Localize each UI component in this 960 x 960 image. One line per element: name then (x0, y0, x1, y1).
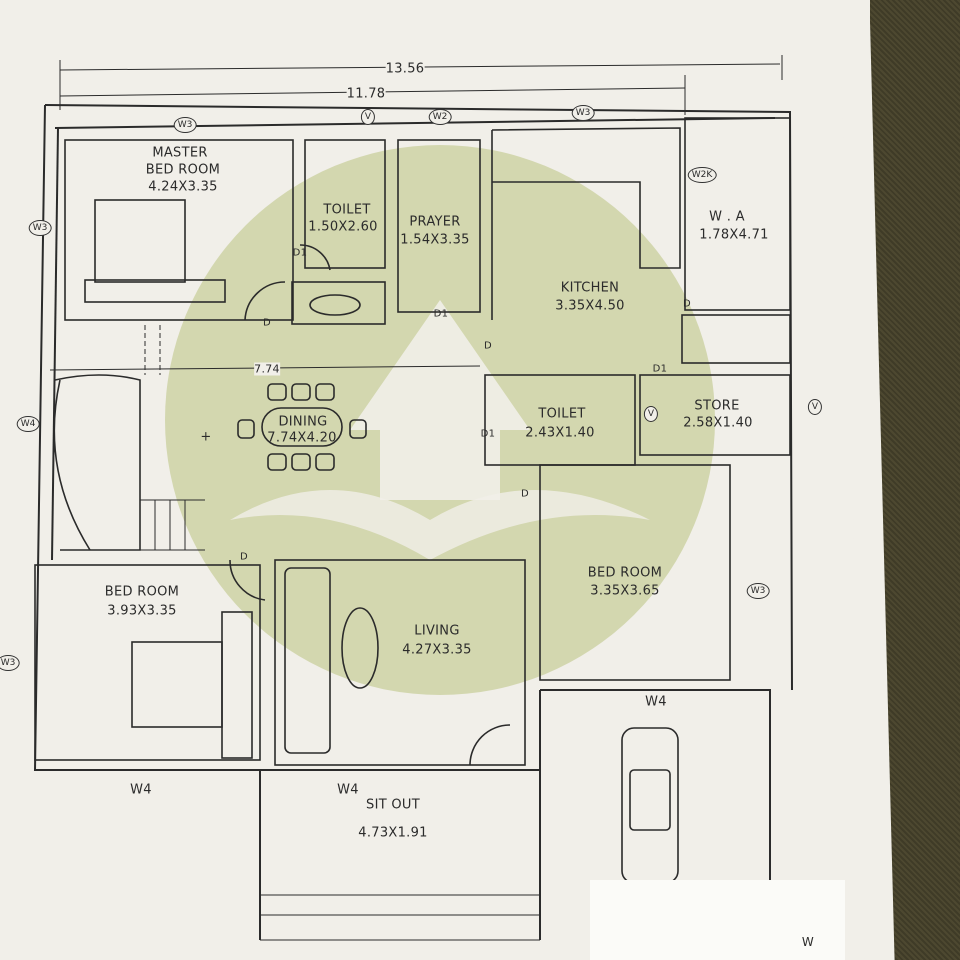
door-label: D (239, 551, 249, 563)
living-size: 4.27X3.35 (402, 642, 472, 658)
bedroom-right-label: BED ROOM (587, 565, 663, 581)
sit-out-label: SIT OUT (366, 797, 420, 813)
window-label: W4 (130, 782, 152, 798)
bedroom-right-size: 3.35X3.65 (590, 583, 660, 599)
bedroom-left-size: 3.93X3.35 (107, 603, 177, 619)
master-bedroom-size: 4.24X3.35 (148, 179, 218, 195)
window-label: W4 (337, 782, 359, 798)
toilet-1-size: 1.50X2.60 (308, 219, 378, 235)
prayer-label: PRAYER (409, 214, 461, 230)
window-tag: V (643, 406, 659, 422)
window-tag: W3 (0, 655, 20, 671)
sit-out-size: 4.73X1.91 (358, 825, 428, 841)
door-label: D (682, 298, 692, 310)
bedroom-left-label: BED ROOM (104, 584, 180, 600)
master-bedroom-label-2: BED ROOM (145, 162, 221, 178)
door-label: D1 (433, 308, 449, 320)
toilet-1-label: TOILET (323, 202, 371, 218)
prayer-size: 1.54X3.35 (400, 232, 470, 248)
window-tag: V (360, 109, 376, 125)
store-size: 2.58X1.40 (683, 415, 753, 431)
window-tag: W4 (16, 416, 40, 432)
kitchen-size: 3.35X4.50 (555, 298, 625, 314)
room-walls (34, 117, 791, 941)
window-tag: V (807, 399, 823, 415)
kitchen-label: KITCHEN (560, 280, 620, 296)
dining-label: DINING (278, 414, 328, 430)
dining-size: 7.74X4.20 (267, 430, 337, 446)
toilet-2-label: TOILET (538, 406, 586, 422)
blank-patch (590, 880, 845, 960)
store-label: STORE (694, 398, 740, 414)
car-icon (621, 727, 679, 884)
door-label: D1 (652, 363, 668, 375)
window-tag: W3 (746, 583, 770, 599)
dimension-inner: 11.78 (346, 86, 386, 102)
dimension-dining: 7.74 (254, 362, 280, 376)
compass-label: W (801, 935, 815, 949)
window-label: W4 (645, 694, 667, 710)
door-label: D1 (292, 247, 308, 259)
window-tag: W3 (28, 220, 52, 236)
dining-chairs (237, 383, 367, 471)
living-label: LIVING (414, 623, 460, 639)
work-area-label: W . A (709, 209, 745, 225)
door-label: D (483, 340, 493, 352)
master-bedroom-label: MASTER (152, 145, 208, 161)
window-tag: W2K (687, 167, 717, 183)
window-tag: W2 (428, 109, 452, 125)
window-tag: W3 (571, 105, 595, 121)
door-label: D (262, 317, 272, 329)
toilet-2-size: 2.43X1.40 (525, 425, 595, 441)
dimension-overall: 13.56 (385, 61, 425, 77)
work-area-size: 1.78X4.71 (699, 227, 769, 243)
center-mark: + (200, 429, 212, 445)
window-tag: W3 (173, 117, 197, 133)
door-label: D1 (480, 428, 496, 440)
door-label: D (520, 488, 530, 500)
